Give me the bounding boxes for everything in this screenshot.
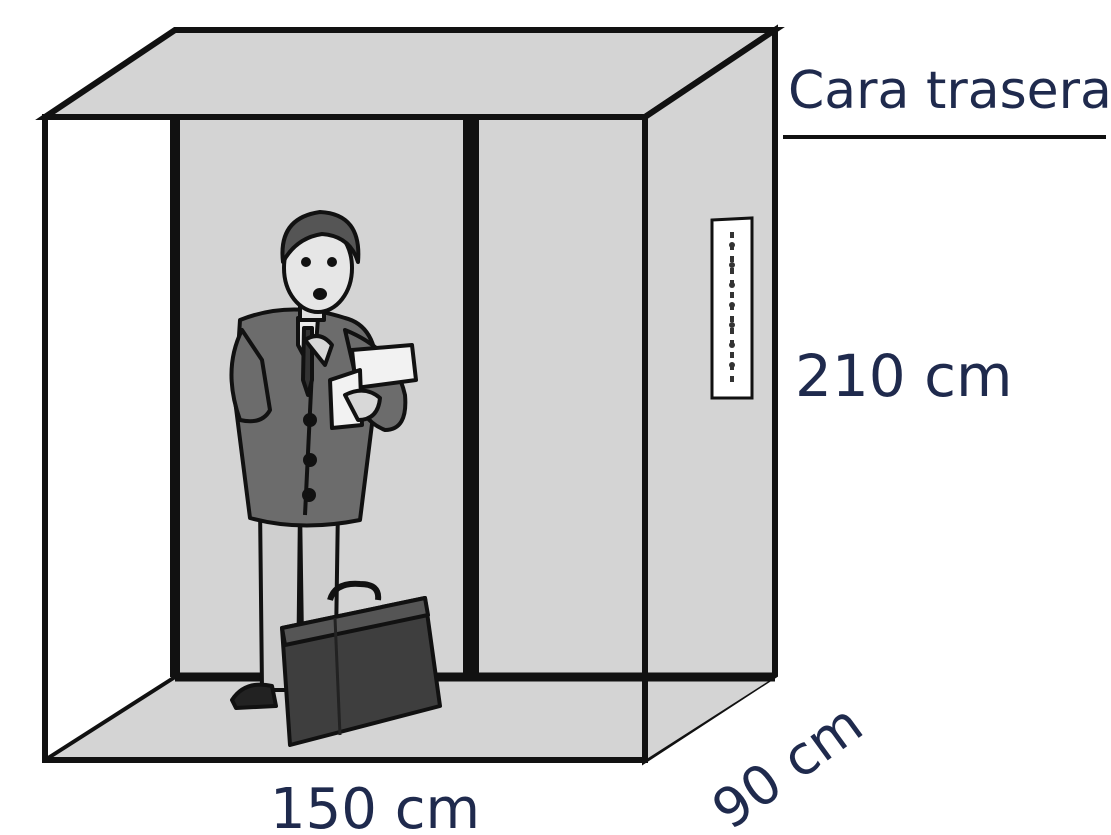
businessman-reading-icon: [229, 210, 418, 710]
floor: [45, 677, 775, 760]
depth-label: 90 cm: [701, 692, 874, 835]
width-label: 150 cm: [270, 777, 480, 835]
front-opening-left: [48, 120, 173, 675]
back-face-label: Cara trasera: [788, 61, 1111, 121]
height-label: 210 cm: [795, 342, 1013, 410]
elevator-button-panel-icon: [710, 216, 754, 400]
right-side-face: [642, 24, 778, 766]
door-divider: [463, 117, 479, 677]
briefcase-icon: [280, 580, 442, 747]
floor-left-edge: [43, 675, 177, 762]
